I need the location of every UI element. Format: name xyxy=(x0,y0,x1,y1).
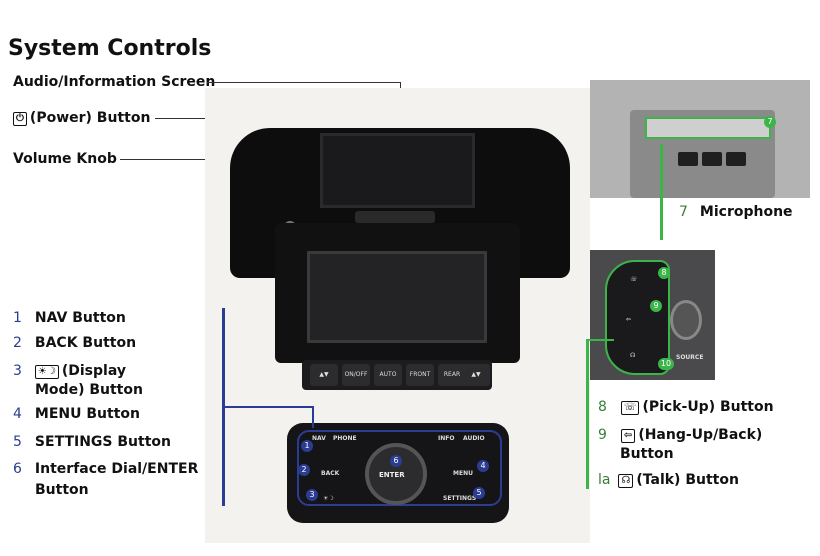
mic-leader xyxy=(660,144,663,240)
climate-auto-button: AUTO xyxy=(374,364,402,386)
list-item-3: 3☀☽(Display xyxy=(13,363,126,379)
enter-label: ENTER xyxy=(379,471,405,479)
back-label: BACK xyxy=(321,470,340,477)
steering-wheel-photo: SOURCE ☏ ⇦ ☊ 8 9 10 xyxy=(590,250,715,380)
pick-up-icon: ☏ xyxy=(630,276,638,283)
audio-screen-leader xyxy=(207,82,400,83)
wheel-controls-highlight xyxy=(605,260,670,375)
left-bracket-connector-v xyxy=(312,406,314,428)
menu-label: MENU xyxy=(453,470,473,477)
pick-up-key-icon: ☏ xyxy=(620,401,640,415)
display-mode-key-icon: ☀☽ xyxy=(34,365,59,379)
right-bracket xyxy=(586,339,589,489)
volume-label: Volume Knob xyxy=(13,151,117,167)
list-item-9-line2: Button xyxy=(620,446,674,462)
overhead-button-2 xyxy=(702,152,722,166)
audio-label: AUDIO xyxy=(463,435,485,442)
dashboard-photo: ▲▼ ON/OFF AUTO FRONT REAR ▲▼ ENTER NAV P… xyxy=(205,88,590,543)
badge-7: 7 xyxy=(764,116,776,128)
display-mode-icon: ☀☽ xyxy=(323,495,334,502)
overhead-button-1 xyxy=(678,152,698,166)
list-item-8: 8☏(Pick-Up) Button xyxy=(598,399,774,415)
rear-defrost-button: REAR xyxy=(438,364,466,386)
list-item-10: la☊(Talk) Button xyxy=(598,472,739,488)
power-label: ⏻(Power) Button xyxy=(13,110,150,126)
overhead-button-3 xyxy=(726,152,746,166)
interface-dial xyxy=(365,443,427,505)
list-item-3-line2: Mode) Button xyxy=(35,382,143,398)
source-label: SOURCE xyxy=(676,354,704,361)
badge-2: 2 xyxy=(298,464,310,476)
info-label: INFO xyxy=(438,435,455,442)
on-demand-screen xyxy=(307,251,487,343)
nav-label: NAV xyxy=(312,435,326,442)
microphone-photo: 7 xyxy=(590,80,810,198)
hang-up-key-icon: ⇦ xyxy=(620,429,636,443)
climate-strip: ▲▼ ON/OFF AUTO FRONT REAR ▲▼ xyxy=(302,360,492,390)
power-icon: ⏻ xyxy=(13,112,27,126)
front-defrost-button: FRONT xyxy=(406,364,434,386)
badge-10: 10 xyxy=(658,358,674,370)
settings-label: SETTINGS xyxy=(443,495,477,502)
audio-screen-label: Audio/Information Screen xyxy=(13,74,216,90)
talk-icon: ☊ xyxy=(630,352,636,359)
temp-right-button: ▲▼ xyxy=(462,364,490,386)
list-item-9: 9⇦(Hang-Up/Back) xyxy=(598,427,763,443)
audio-information-screen xyxy=(320,133,475,208)
hazard-button xyxy=(355,211,435,223)
wheel-scroll-knob xyxy=(670,300,702,340)
badge-3: 3 xyxy=(306,489,318,501)
hang-up-icon: ⇦ xyxy=(626,316,632,323)
talk-key-icon: ☊ xyxy=(618,474,634,488)
phone-label: PHONE xyxy=(333,435,357,442)
badge-8: 8 xyxy=(658,267,670,279)
climate-onoff-button: ON/OFF xyxy=(342,364,370,386)
badge-5: 5 xyxy=(473,487,485,499)
badge-9: 9 xyxy=(650,300,662,312)
volume-leader xyxy=(120,159,287,160)
temp-left-button: ▲▼ xyxy=(310,364,338,386)
microphone-highlight xyxy=(645,117,771,139)
badge-6: 6 xyxy=(390,455,402,467)
badge-1: 1 xyxy=(301,440,313,452)
badge-4: 4 xyxy=(477,460,489,472)
right-bracket-connector xyxy=(586,339,614,341)
left-bracket-connector xyxy=(222,406,314,408)
page-title: System Controls xyxy=(8,36,212,61)
list-item-6-line2: Button xyxy=(35,482,89,498)
